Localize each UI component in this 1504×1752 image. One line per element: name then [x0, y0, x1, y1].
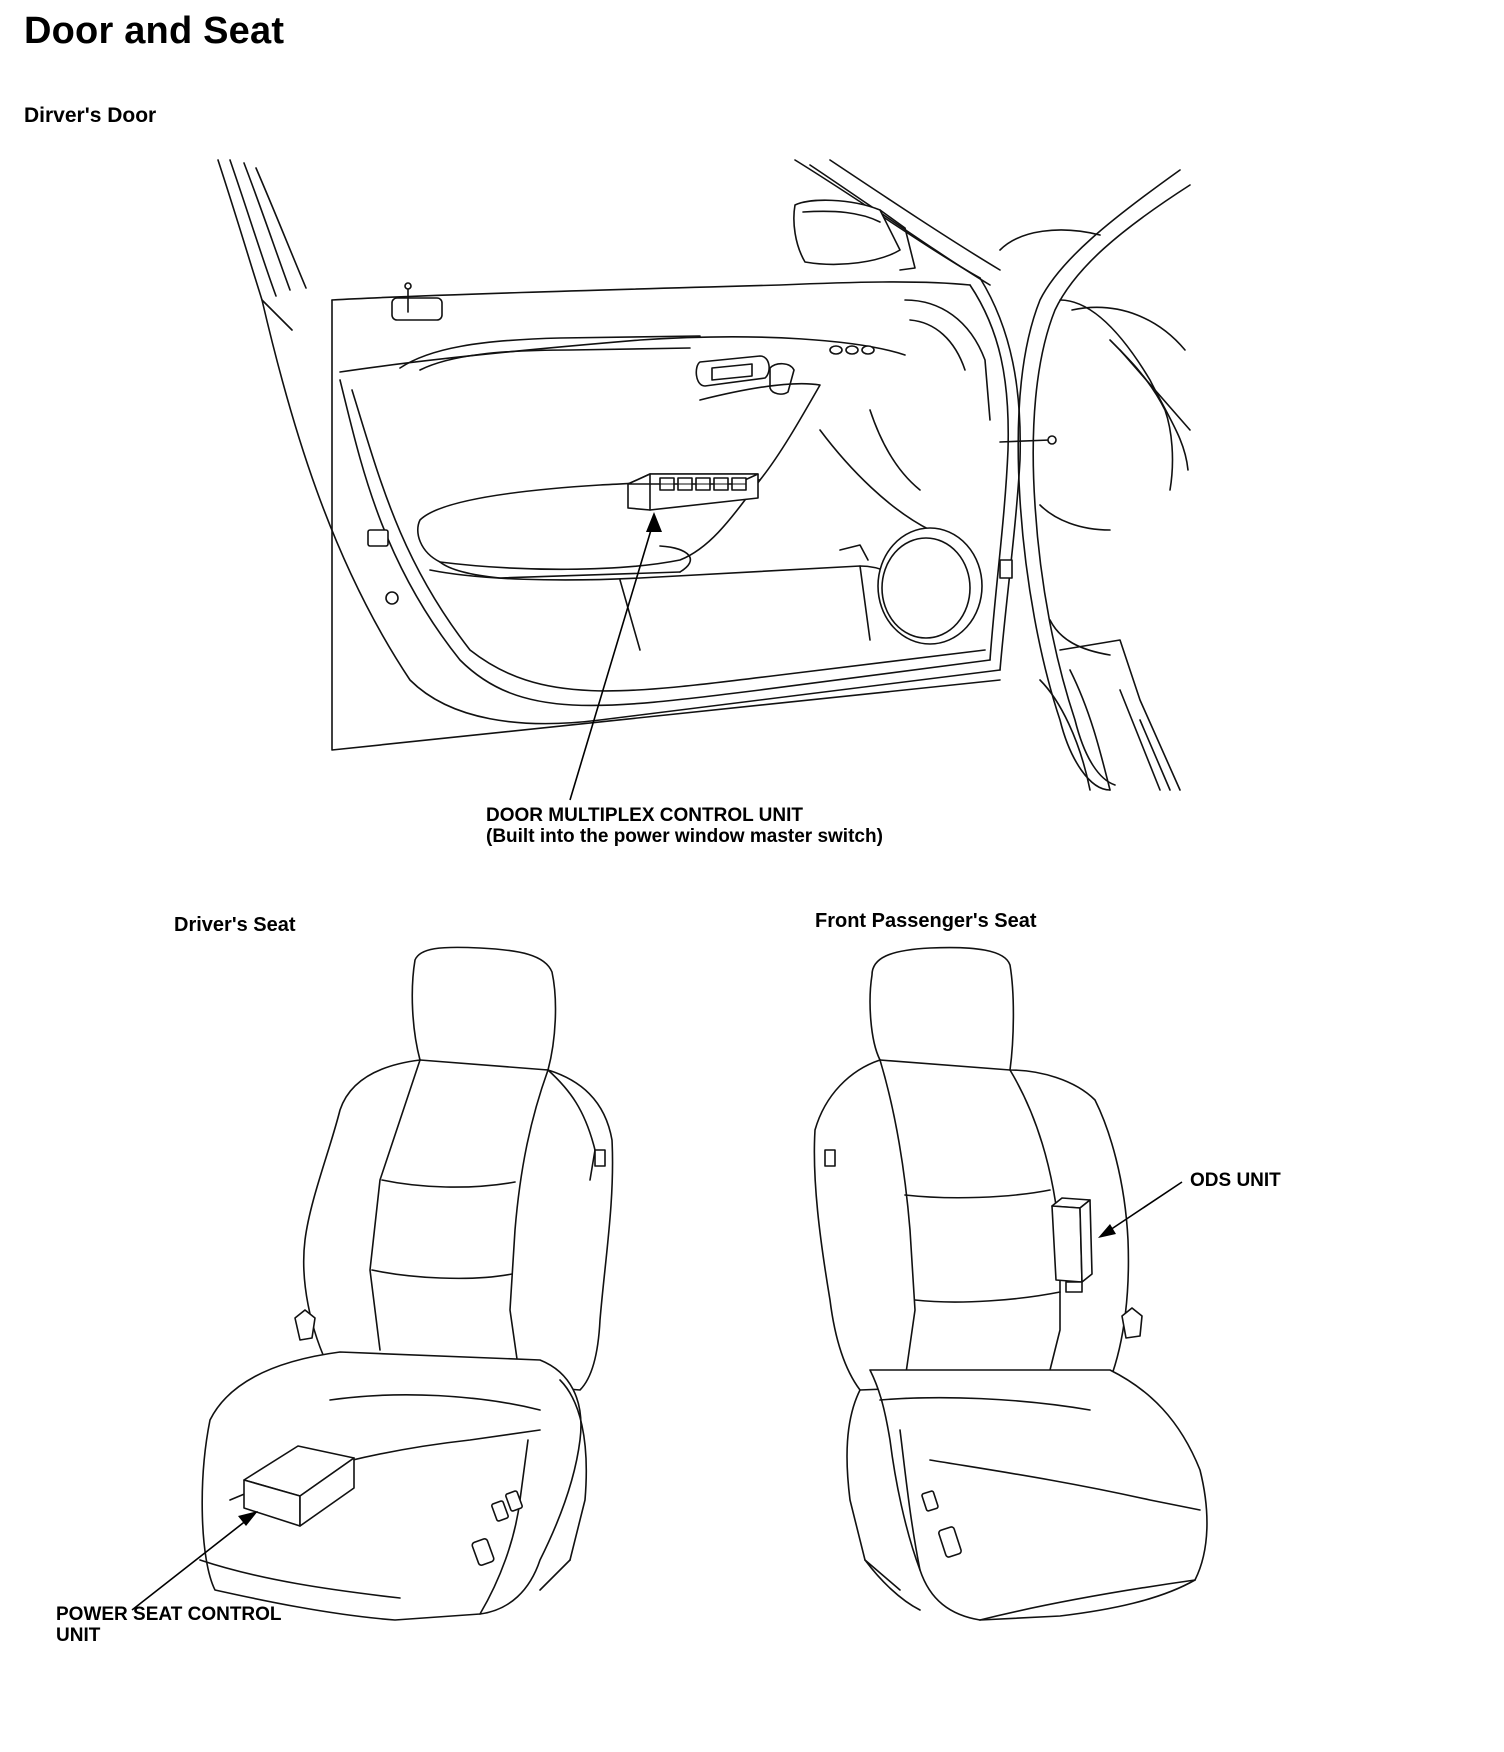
door-multiplex-leader [570, 512, 662, 800]
power-window-master-switch [628, 474, 758, 510]
ods-leader [1098, 1182, 1182, 1238]
inner-door-handle [696, 356, 794, 394]
power-seat-callout-line2: UNIT [56, 1625, 101, 1646]
power-seat-callout-line1: POWER SEAT CONTROL [56, 1604, 282, 1625]
passenger-seat [814, 948, 1207, 1620]
driver-seat-headrest [412, 947, 555, 1072]
door-hardware [368, 436, 1056, 604]
ods-unit-callout: ODS UNIT [1190, 1170, 1281, 1191]
door-speaker [878, 528, 982, 644]
power-seat-control-unit [244, 1446, 354, 1526]
power-seat-callout: POWER SEAT CONTROL UNIT [56, 1604, 282, 1646]
driver-seat-title: Driver's Seat [174, 914, 296, 936]
door-lock-knob [392, 283, 442, 320]
driver-seat [200, 947, 613, 1620]
door-multiplex-callout-line2: (Built into the power window master swit… [486, 826, 883, 847]
door-multiplex-callout-line1: DOOR MULTIPLEX CONTROL UNIT [486, 805, 804, 826]
door-trim-panel [340, 300, 990, 420]
passenger-seat-headrest [870, 948, 1013, 1075]
passenger-seat-title: Front Passenger's Seat [815, 910, 1037, 932]
passenger-seat-cushion [870, 1370, 1207, 1620]
ods-unit [1052, 1198, 1092, 1292]
page-title: Door and Seat [24, 10, 285, 52]
driver-seat-backrest [304, 1060, 613, 1390]
driver-door-section-title: Dirver's Door [24, 104, 157, 127]
mirror-and-window-frame [794, 160, 1000, 285]
vehicle-interior-right [1000, 170, 1190, 790]
door-frame [218, 160, 1020, 750]
power-seat-leader [132, 1511, 258, 1610]
door-multiplex-callout: DOOR MULTIPLEX CONTROL UNIT (Built into … [486, 805, 883, 847]
